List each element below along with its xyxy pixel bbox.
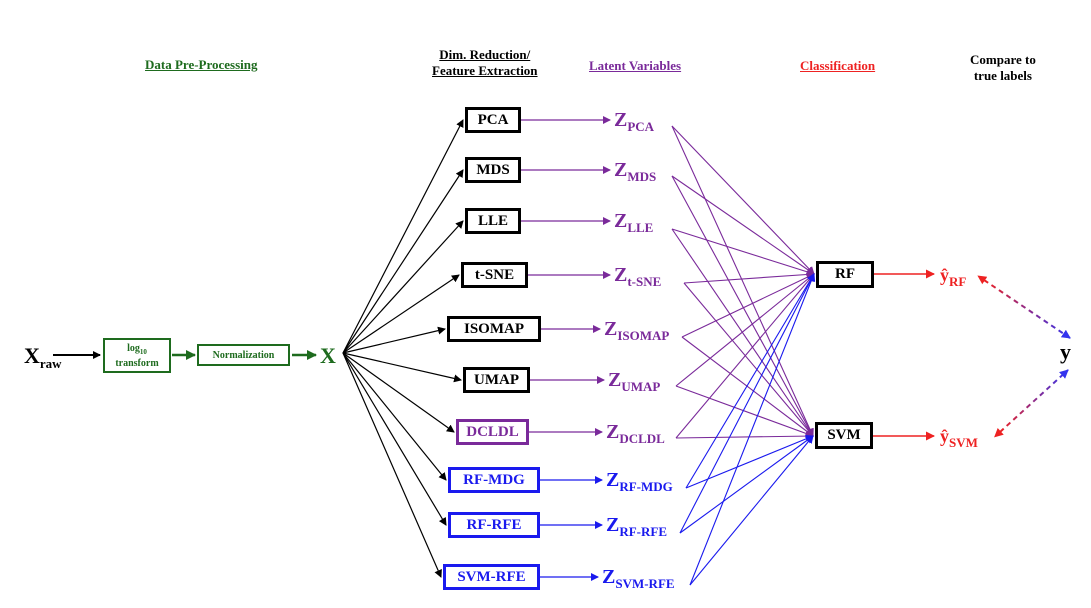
arrow-latent-to-svm <box>689 435 814 586</box>
latent-z-main: Z <box>614 210 628 232</box>
latent-z-sub: SVM-RFE <box>615 576 675 591</box>
method-box-mds: MDS <box>465 157 521 183</box>
arrow-x-to-method <box>342 352 442 578</box>
latent-z-sub: PCA <box>627 119 655 134</box>
latent-z-main: Z <box>606 421 620 443</box>
latent-z-sub: LLE <box>627 220 654 235</box>
latent-z-t-sne: Zt-SNE <box>614 264 661 293</box>
prediction-svm: ŷSVM <box>940 426 978 451</box>
arrow-x-to-method <box>342 220 464 354</box>
header-dim-reduction: Dim. Reduction/ Feature Extraction <box>432 47 538 79</box>
arrow-latent-to-svm <box>685 434 814 489</box>
arrow-latent-to-svm <box>671 125 814 437</box>
latent-z-rf-mdg: ZRF-MDG <box>606 469 673 498</box>
prediction-svm-sub: SVM <box>949 435 978 450</box>
arrow-latent-to-svm <box>671 175 814 437</box>
latent-z-dcldl: ZDCLDL <box>606 421 665 450</box>
arrow-x-to-method <box>342 119 464 354</box>
header-compare: Compare to true labels <box>970 52 1036 84</box>
dashed-compare-svm <box>994 369 1069 438</box>
latent-z-main: Z <box>614 109 628 131</box>
method-box-t-sne: t-SNE <box>461 262 528 288</box>
arrow-latent-to-rf <box>671 175 815 275</box>
method-box-pca: PCA <box>465 107 521 133</box>
arrow-x-to-method <box>342 352 447 526</box>
latent-z-sub: t-SNE <box>627 274 662 289</box>
arrow-latent-to-svm <box>683 282 814 437</box>
latent-z-lle: ZLLE <box>614 210 653 239</box>
latent-z-sub: ISOMAP <box>617 328 670 343</box>
latent-z-sub: UMAP <box>621 379 661 394</box>
arrow-x-to-method <box>342 352 447 481</box>
prediction-svm-main: ŷ <box>940 426 949 446</box>
latent-z-pca: ZPCA <box>614 109 654 138</box>
dashed-compare-rf <box>977 275 1071 339</box>
method-box-lle: LLE <box>465 208 521 234</box>
header-compare-line1: Compare to <box>970 52 1036 67</box>
latent-z-main: Z <box>614 159 628 181</box>
arrow-latent-to-svm <box>675 385 814 438</box>
method-box-isomap: ISOMAP <box>447 316 541 342</box>
x-raw-main: X <box>24 343 40 368</box>
method-box-svm-rfe: SVM-RFE <box>443 564 540 590</box>
method-box-dcldl: DCLDL <box>456 419 529 445</box>
arrow-latent-to-rf <box>685 273 815 489</box>
x-label: X <box>320 343 336 368</box>
arrow-x-to-method <box>342 274 460 354</box>
prediction-rf-sub: RF <box>949 274 967 289</box>
arrow-latent-to-rf <box>671 228 815 276</box>
prediction-rf: ŷRF <box>940 265 966 290</box>
normalization-box: Normalization <box>197 344 290 366</box>
method-box-rf-rfe: RF-RFE <box>448 512 540 538</box>
latent-z-sub: RF-RFE <box>619 524 668 539</box>
arrow-latent-to-rf <box>683 270 815 284</box>
arrow-latent-to-rf <box>675 273 815 387</box>
arrow-latent-to-svm <box>681 336 814 437</box>
arrow-latent-to-rf <box>675 273 815 439</box>
latent-z-sub: MDS <box>627 169 657 184</box>
header-compare-line2: true labels <box>973 68 1032 83</box>
arrow-x-to-method <box>342 352 462 383</box>
latent-z-main: Z <box>606 469 620 491</box>
latent-z-svm-rfe: ZSVM-RFE <box>602 566 675 595</box>
arrow-latent-to-rf <box>671 125 815 275</box>
method-box-rf-mdg: RF-MDG <box>448 467 540 493</box>
classifier-svm-box: SVM <box>815 422 873 449</box>
method-box-umap: UMAP <box>463 367 530 393</box>
arrow-x-to-method <box>342 169 464 354</box>
latent-z-main: Z <box>606 514 620 536</box>
classifier-rf-box: RF <box>816 261 874 288</box>
latent-z-main: Z <box>614 264 628 286</box>
latent-z-sub: DCLDL <box>619 431 665 446</box>
arrow-latent-to-rf <box>689 273 816 586</box>
header-dim-reduction-line1: Dim. Reduction/ <box>439 47 531 62</box>
arrow-x-to-method <box>342 326 446 354</box>
log-transform-line1: log10 <box>127 342 147 356</box>
latent-z-umap: ZUMAP <box>608 369 660 398</box>
true-label-y: y <box>1060 339 1071 364</box>
x-raw-label: Xraw <box>24 343 62 372</box>
latent-z-mds: ZMDS <box>614 159 656 188</box>
latent-z-sub: RF-MDG <box>619 479 673 494</box>
prediction-rf-main: ŷ <box>940 265 949 285</box>
header-dim-reduction-line2: Feature Extraction <box>432 63 538 78</box>
log-transform-box: log10 transform <box>103 338 171 373</box>
arrow-latent-to-svm <box>679 435 814 534</box>
header-classification: Classification <box>800 58 876 73</box>
latent-z-main: Z <box>608 369 622 391</box>
latent-z-main: Z <box>602 566 616 588</box>
latent-z-main: Z <box>604 318 618 340</box>
header-preprocessing: Data Pre-Processing <box>145 57 258 72</box>
log-transform-line2: transform <box>115 357 159 369</box>
arrow-latent-to-rf <box>681 273 815 338</box>
arrow-latent-to-rf <box>679 273 815 534</box>
arrow-x-to-method <box>342 352 455 433</box>
latent-z-rf-rfe: ZRF-RFE <box>606 514 667 543</box>
x-raw-sub: raw <box>39 356 62 371</box>
connector-layer <box>53 116 1071 586</box>
latent-z-isomap: ZISOMAP <box>604 318 669 347</box>
header-latent-variables: Latent Variables <box>589 58 682 73</box>
arrow-latent-to-svm <box>675 432 814 441</box>
